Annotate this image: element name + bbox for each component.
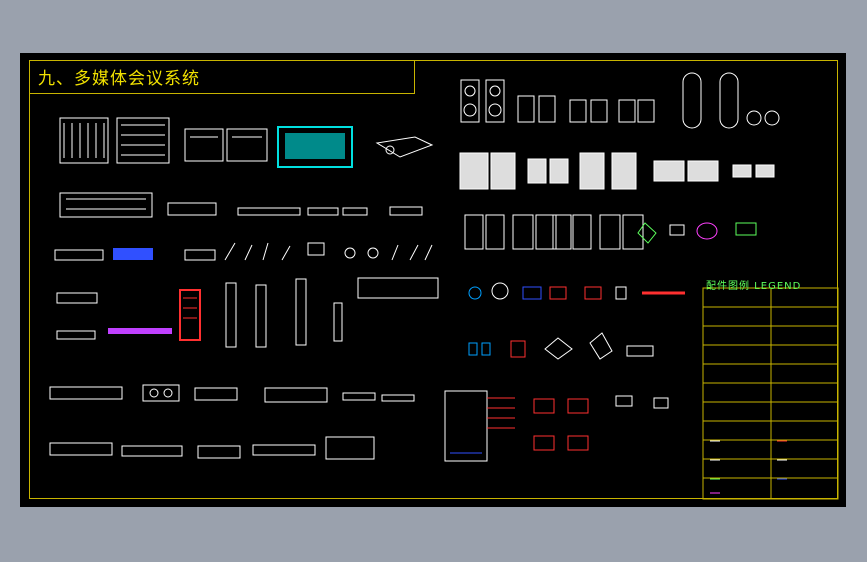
rack-unit-symbol <box>49 384 415 460</box>
matrix-switcher-symbol <box>179 289 201 341</box>
rack-unit-symbol <box>108 328 172 334</box>
drawing-sheet: 九、多媒体会议系统 <box>20 53 846 507</box>
mixer-symbol <box>116 117 170 164</box>
projector-symbol <box>375 136 434 158</box>
legend-swatches <box>710 440 787 494</box>
tower-units <box>225 278 343 348</box>
symbol-library <box>49 72 839 500</box>
rack-unit-symbol <box>54 249 104 261</box>
page-title: 九、多媒体会议系统 <box>38 69 200 89</box>
monitor-symbol <box>277 126 353 168</box>
legend-title: 配件图例 LEGEND <box>706 281 802 292</box>
legend-grid <box>702 287 839 500</box>
speaker-symbols <box>459 72 780 250</box>
rack-unit-symbol <box>56 292 98 340</box>
camera-and-icons <box>468 222 757 451</box>
title-block <box>29 60 415 94</box>
drawing-frame <box>29 60 838 499</box>
tool-panel-symbol <box>357 277 439 299</box>
rack-unit-symbol <box>113 248 153 260</box>
rack-unit-symbol <box>59 192 153 218</box>
control-panel-symbol <box>184 128 268 162</box>
wiring-panel <box>444 390 515 462</box>
rack-unit-symbol <box>167 202 423 216</box>
microphone-row <box>184 242 433 261</box>
mixer-symbol <box>59 117 109 164</box>
